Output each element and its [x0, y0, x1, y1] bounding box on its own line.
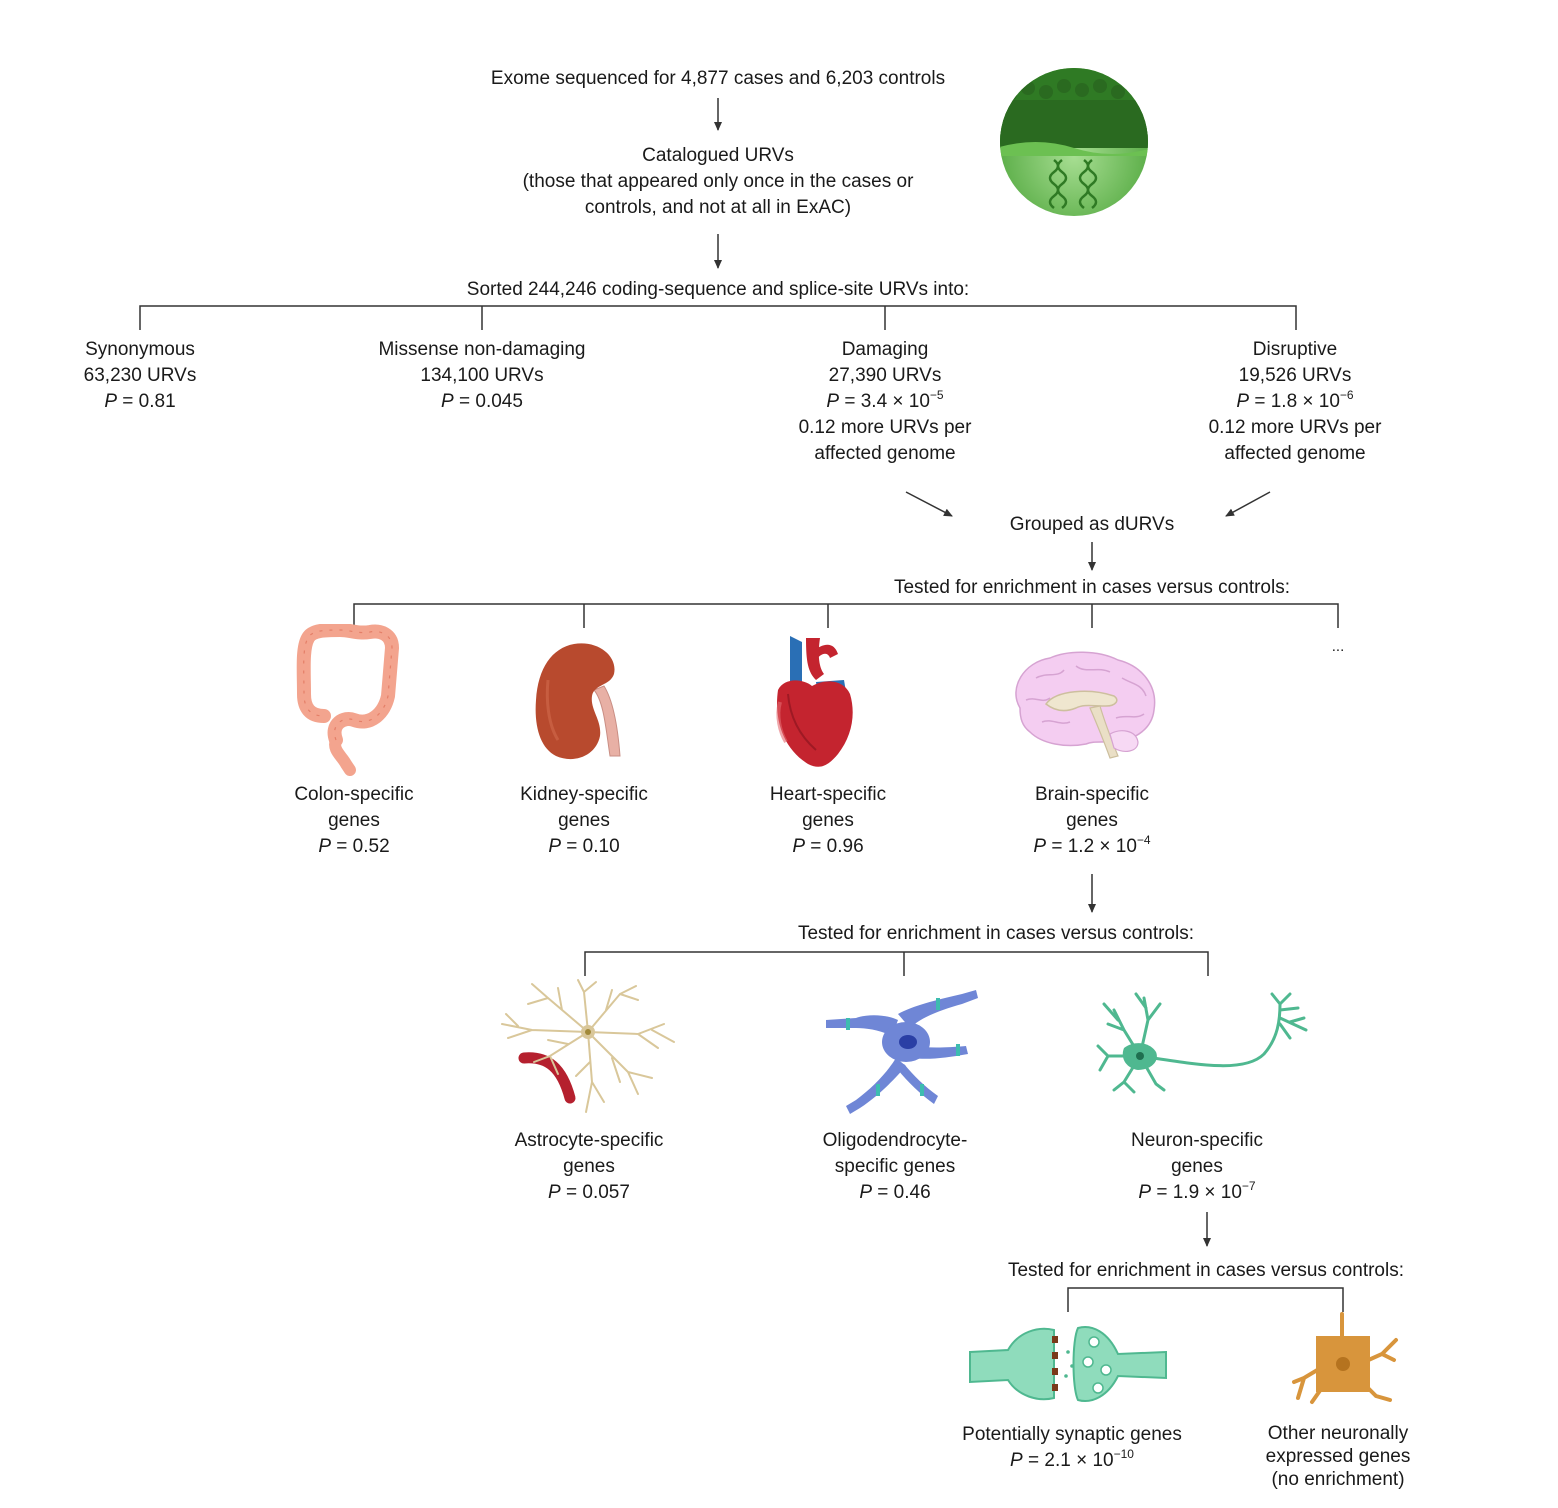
arrow-damaging-to-grouped: [905, 491, 953, 517]
category-extra-line2: affected genome: [814, 443, 956, 464]
heart-icon: [776, 636, 853, 767]
bracket-tissues: [353, 603, 1339, 628]
cell-name: Astrocyte-specific: [514, 1130, 664, 1151]
other-neuronal-name-line2: expressed genes: [1265, 1446, 1411, 1467]
cell-name: Neuron-specific: [1131, 1130, 1263, 1151]
cell-astrocyte: Astrocyte-specific genes P = 0.057: [474, 1128, 704, 1206]
cell-oligodendrocyte: Oligodendrocyte- specific genes P = 0.46: [780, 1128, 1010, 1206]
tissue-p-value: P = 0.52: [318, 836, 390, 857]
category-synonymous: Synonymous 63,230 URVs P = 0.81: [40, 337, 240, 415]
tested-enrichment-label-neuron: Tested for enrichment in cases versus co…: [1007, 1260, 1404, 1281]
category-name: Damaging: [841, 339, 929, 360]
category-count: 19,526 URVs: [1238, 365, 1352, 386]
oligodendrocyte-icon: [826, 990, 978, 1114]
kidney-icon: [535, 643, 621, 760]
bracket-cells: [584, 951, 1209, 976]
tissue-brain: Brain-specific genes P = 1.2 × 10−4: [992, 782, 1192, 860]
cell-name-line2: specific genes: [834, 1156, 956, 1177]
catalogued-sub-line2: controls, and not at all in ExAC): [584, 197, 852, 218]
cell-p-value: P = 0.057: [548, 1182, 630, 1203]
category-missense-non-damaging: Missense non-damaging 134,100 URVs P = 0…: [342, 337, 622, 415]
catalogued-urvs-block: Catalogued URVs (those that appeared onl…: [468, 143, 968, 221]
tissue-colon: Colon-specific genes P = 0.52: [254, 782, 454, 860]
astrocyte-icon: [501, 979, 675, 1113]
other-neuronal-genes-result: Other neuronally expressed genes (no enr…: [1228, 1422, 1448, 1491]
category-name: Synonymous: [85, 339, 195, 360]
category-p-value: P = 0.045: [441, 391, 523, 412]
cell-name-line2: genes: [1171, 1156, 1223, 1177]
category-extra-line1: 0.12 more URVs per: [1208, 417, 1382, 438]
tissue-name-line2: genes: [328, 810, 380, 831]
colon-icon: [296, 624, 399, 776]
cell-p-value: P = 1.9 × 10−7: [1138, 1179, 1256, 1203]
cohort-population-illustration: [1000, 68, 1148, 216]
category-extra-line2: affected genome: [1224, 443, 1366, 464]
arrow-disruptive-to-grouped: [1225, 491, 1271, 517]
tissue-p-value: P = 0.10: [548, 836, 620, 857]
category-name: Missense non-damaging: [378, 339, 586, 360]
tested-enrichment-label-cells: Tested for enrichment in cases versus co…: [797, 923, 1194, 944]
other-neuronal-name-line1: Other neuronally: [1267, 1423, 1409, 1444]
tissue-kidney: Kidney-specific genes P = 0.10: [484, 782, 684, 860]
tissue-name: Colon-specific: [294, 784, 414, 805]
tissue-name-line2: genes: [558, 810, 610, 831]
tissue-p-value: P = 0.96: [792, 836, 864, 857]
tissue-name: Heart-specific: [769, 784, 887, 805]
more-tissues-ellipsis: ...: [1331, 638, 1345, 655]
cell-name-line2: genes: [563, 1156, 615, 1177]
category-count: 134,100 URVs: [420, 365, 544, 386]
catalogued-title: Catalogued URVs: [642, 145, 794, 166]
tested-enrichment-label-tissues: Tested for enrichment in cases versus co…: [893, 577, 1290, 598]
tissue-heart: Heart-specific genes P = 0.96: [728, 782, 928, 860]
category-extra-line1: 0.12 more URVs per: [798, 417, 972, 438]
tissue-name-line2: genes: [1066, 810, 1118, 831]
tissue-p-value: P = 1.2 × 10−4: [1033, 833, 1151, 857]
category-disruptive: Disruptive 19,526 URVs P = 1.8 × 10−6 0.…: [1175, 337, 1415, 467]
synapse-icon: [969, 1326, 1167, 1402]
category-p-value: P = 0.81: [104, 391, 176, 412]
category-count: 63,230 URVs: [83, 365, 197, 386]
tissue-name-line2: genes: [802, 810, 854, 831]
category-p-value: P = 3.4 × 10−5: [826, 388, 944, 412]
synaptic-genes-p-value: P = 2.1 × 10−10: [1010, 1447, 1134, 1471]
category-p-value: P = 1.8 × 10−6: [1236, 388, 1354, 412]
grouped-durvs-label: Grouped as dURVs: [1009, 514, 1175, 535]
category-damaging: Damaging 27,390 URVs P = 3.4 × 10−5 0.12…: [765, 337, 1005, 467]
other-neuronal-name-line3: (no enrichment): [1271, 1469, 1405, 1490]
bracket-neuron-sub: [1067, 1287, 1344, 1312]
cell-neuron: Neuron-specific genes P = 1.9 × 10−7: [1082, 1128, 1312, 1206]
tissue-name: Kidney-specific: [520, 784, 648, 805]
synaptic-genes-result: Potentially synaptic genes P = 2.1 × 10−…: [932, 1422, 1212, 1474]
cell-p-value: P = 0.46: [859, 1182, 931, 1203]
category-count: 27,390 URVs: [828, 365, 942, 386]
brain-icon: [1015, 651, 1156, 759]
exome-sequenced-label: Exome sequenced for 4,877 cases and 6,20…: [490, 68, 946, 89]
catalogued-sub-line1: (those that appeared only once in the ca…: [522, 171, 914, 192]
neuron-icon: [1096, 992, 1308, 1094]
cell-name: Oligodendrocyte-: [822, 1130, 968, 1151]
bracket-categories: [139, 305, 1297, 330]
sorted-urvs-label: Sorted 244,246 coding-sequence and splic…: [466, 279, 970, 300]
tissue-name: Brain-specific: [1034, 784, 1150, 805]
category-name: Disruptive: [1252, 339, 1338, 360]
synaptic-genes-name: Potentially synaptic genes: [962, 1424, 1182, 1445]
other-neuron-icon: [1292, 1312, 1398, 1404]
